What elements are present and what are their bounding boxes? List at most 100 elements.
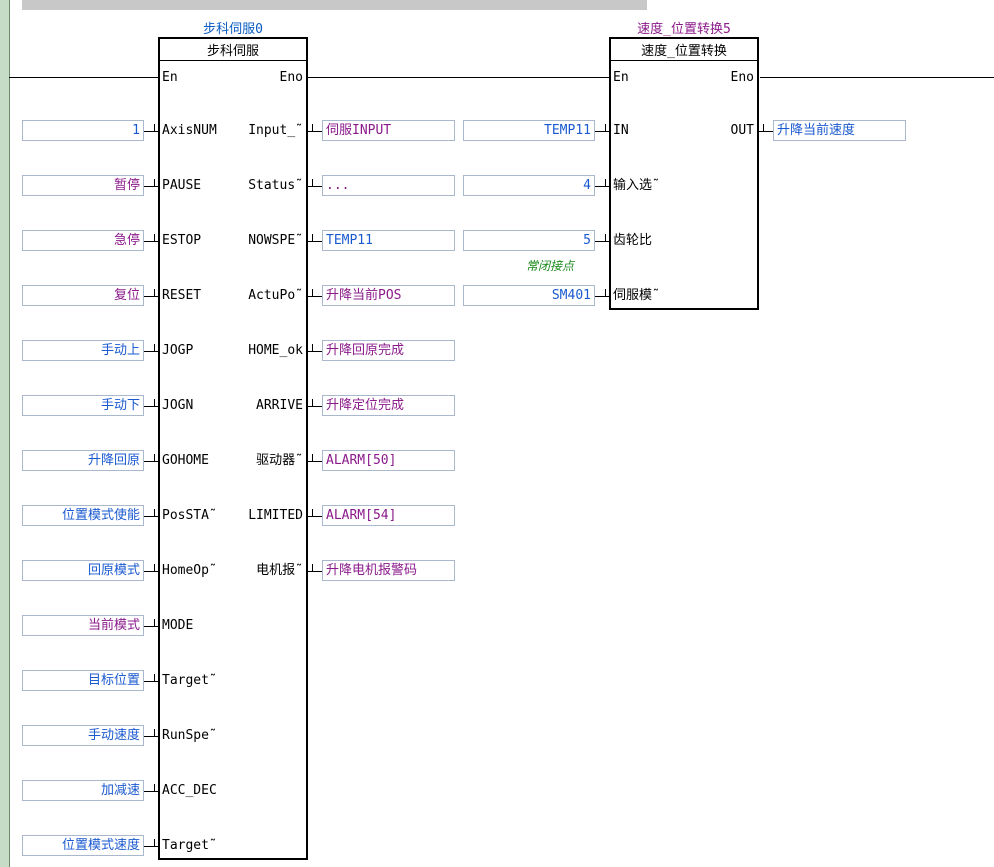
servo-input-tick	[154, 344, 155, 352]
servo-output-wire	[308, 461, 322, 462]
servo-output-wire	[308, 241, 322, 242]
servo-instance-name[interactable]: 步科伺服0	[203, 22, 263, 37]
convert-input-value[interactable]: SM401	[463, 285, 595, 306]
servo-input-tick	[154, 564, 155, 572]
servo-output-value[interactable]: 伺服INPUT	[322, 120, 455, 141]
servo-input-tick	[154, 124, 155, 132]
servo-input-value[interactable]: 急停	[22, 230, 144, 251]
convert-input-pin: IN	[613, 123, 629, 138]
servo-output-pin: LIMITED	[248, 508, 303, 523]
normally-closed-note: 常闭接点	[526, 259, 575, 273]
servo-output-pin: NOWSPE˜	[248, 233, 303, 248]
eno-to-en-wire	[308, 77, 610, 78]
convert-eno-pin: Eno	[730, 70, 754, 85]
convert-input-tick	[605, 179, 606, 187]
servo-input-tick	[154, 234, 155, 242]
servo-input-tick	[154, 674, 155, 682]
servo-input-value[interactable]: 位置模式速度	[22, 835, 144, 856]
servo-input-wire	[144, 461, 158, 462]
servo-output-wire	[308, 516, 322, 517]
servo-output-pin: 电机报˜	[256, 563, 303, 578]
servo-input-value[interactable]: 升降回原	[22, 450, 144, 471]
servo-en-pin: En	[162, 70, 178, 85]
servo-input-wire	[144, 351, 158, 352]
convert-input-value[interactable]: 4	[463, 175, 595, 196]
servo-input-wire	[144, 186, 158, 187]
convert-instance-name[interactable]: 速度_位置转换5	[637, 22, 731, 37]
servo-input-pin: AxisNUM	[162, 123, 217, 138]
servo-input-pin: Target˜	[162, 673, 217, 688]
servo-input-tick	[154, 399, 155, 407]
power-rail-wire	[9, 77, 158, 78]
servo-input-tick	[154, 619, 155, 627]
servo-output-value[interactable]: ALARM[50]	[322, 450, 455, 471]
servo-input-pin: RESET	[162, 288, 202, 303]
convert-output-wire	[759, 131, 773, 132]
servo-output-tick	[312, 454, 313, 462]
eno-out-wire	[760, 77, 994, 78]
servo-output-tick	[312, 399, 313, 407]
servo-input-value[interactable]: 目标位置	[22, 670, 144, 691]
servo-block-title: 步科伺服	[206, 44, 259, 59]
servo-input-pin: RunSpe˜	[162, 728, 217, 743]
servo-output-tick	[312, 344, 313, 352]
convert-input-tick	[605, 289, 606, 297]
servo-output-value[interactable]: ALARM[54]	[322, 505, 455, 526]
servo-output-pin: ARRIVE	[256, 398, 303, 413]
servo-input-value[interactable]: 加减速	[22, 780, 144, 801]
servo-output-value[interactable]: 升降回原完成	[322, 340, 455, 361]
servo-output-pin: Status˜	[248, 178, 303, 193]
convert-output-value[interactable]: 升降当前速度	[773, 120, 906, 141]
left-rail-scrollbar[interactable]	[0, 0, 10, 867]
servo-output-wire	[308, 296, 322, 297]
servo-input-value[interactable]: 手动上	[22, 340, 144, 361]
servo-input-value[interactable]: 位置模式使能	[22, 505, 144, 526]
servo-input-wire	[144, 296, 158, 297]
convert-block-title: 速度_位置转换	[641, 44, 727, 59]
horizontal-scrollbar[interactable]	[22, 0, 647, 10]
convert-en-pin: En	[613, 70, 629, 85]
servo-output-tick	[312, 124, 313, 132]
servo-output-pin: ActuPo˜	[248, 288, 303, 303]
servo-output-pin: Input_˜	[248, 123, 303, 138]
servo-input-tick	[154, 784, 155, 792]
servo-input-value[interactable]: 暂停	[22, 175, 144, 196]
servo-input-pin: GOHOME	[162, 453, 209, 468]
servo-input-value[interactable]: 1	[22, 120, 144, 141]
servo-input-pin: JOGP	[162, 343, 194, 358]
convert-input-value[interactable]: 5	[463, 230, 595, 251]
servo-input-tick	[154, 729, 155, 737]
servo-input-pin: PAUSE	[162, 178, 202, 193]
servo-input-value[interactable]: 手动下	[22, 395, 144, 416]
convert-input-pin: 齿轮比	[613, 233, 653, 248]
servo-input-tick	[154, 509, 155, 517]
convert-output-pin: OUT	[730, 123, 754, 138]
convert-output-tick	[763, 124, 764, 132]
servo-output-tick	[312, 509, 313, 517]
servo-input-wire	[144, 681, 158, 682]
servo-output-value[interactable]: 升降电机报警码	[322, 560, 455, 581]
servo-output-value[interactable]: ...	[322, 175, 455, 196]
servo-output-value[interactable]: 升降定位完成	[322, 395, 455, 416]
servo-input-pin: ESTOP	[162, 233, 202, 248]
servo-input-value[interactable]: 回原模式	[22, 560, 144, 581]
servo-eno-pin: Eno	[279, 70, 303, 85]
servo-input-value[interactable]: 复位	[22, 285, 144, 306]
servo-input-wire	[144, 131, 158, 132]
servo-output-value[interactable]: TEMP11	[322, 230, 455, 251]
servo-input-value[interactable]: 手动速度	[22, 725, 144, 746]
convert-input-pin: 输入选˜	[613, 178, 660, 193]
servo-input-value[interactable]: 当前模式	[22, 615, 144, 636]
convert-input-wire	[595, 131, 609, 132]
convert-input-value[interactable]: TEMP11	[463, 120, 595, 141]
convert-input-wire	[595, 241, 609, 242]
servo-input-pin: ACC_DEC	[162, 783, 217, 798]
servo-output-wire	[308, 351, 322, 352]
servo-output-tick	[312, 179, 313, 187]
servo-input-tick	[154, 289, 155, 297]
servo-output-value[interactable]: 升降当前POS	[322, 285, 455, 306]
convert-input-wire	[595, 296, 609, 297]
convert-input-tick	[605, 124, 606, 132]
